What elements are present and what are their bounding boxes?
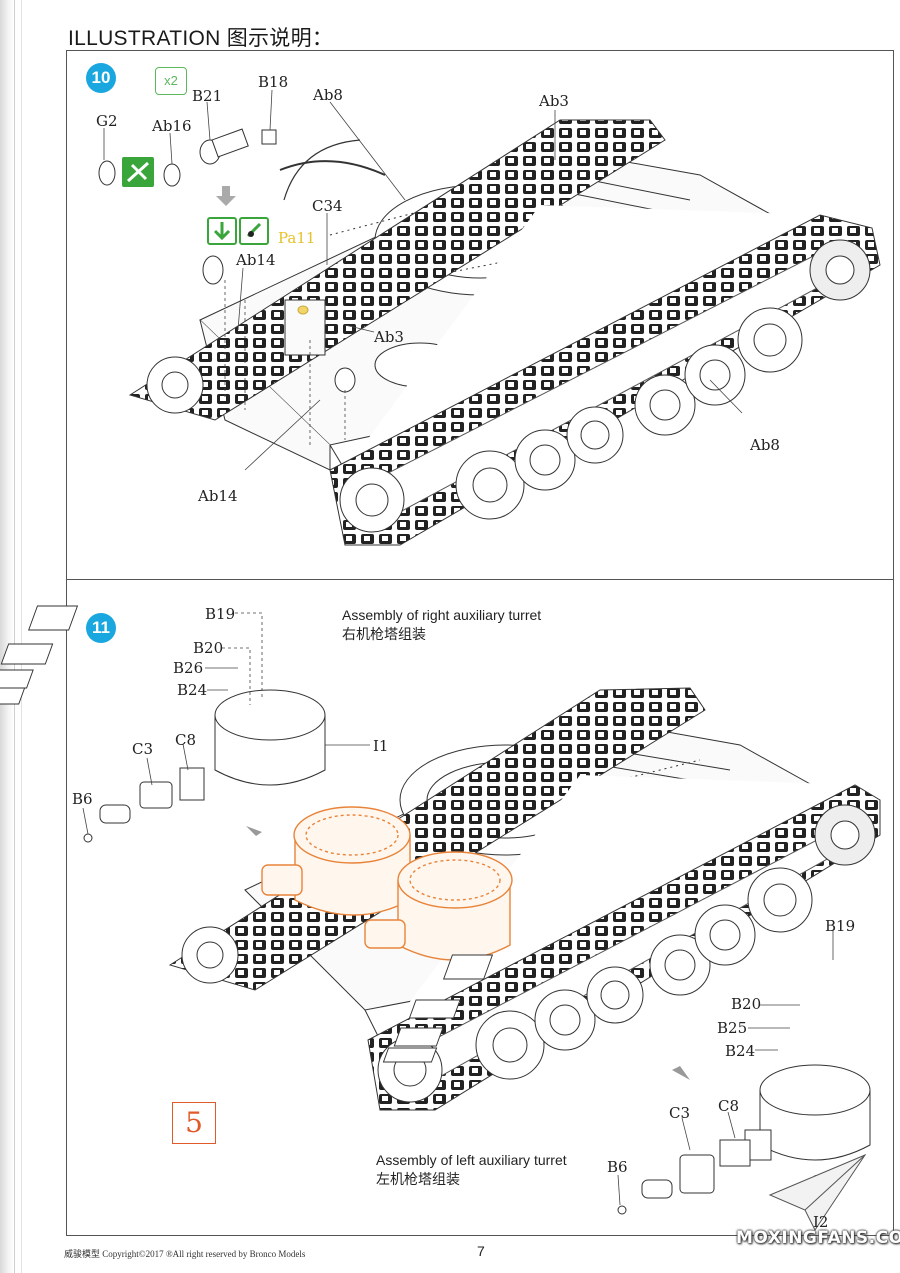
watermark-plane-icon — [768, 1153, 867, 1231]
right-turret-note: Assembly of right auxiliary turret 右机枪塔组… — [342, 606, 541, 644]
right-turret-note-cn: 右机枪塔组装 — [342, 626, 426, 642]
part-label-b21: B21 — [192, 87, 223, 105]
part-label-c3-left: C3 — [669, 1104, 691, 1122]
instruction-frame — [66, 50, 894, 1236]
gray-arrow-icon — [246, 826, 262, 836]
part-label-g2: G2 — [96, 112, 118, 130]
part-label-b26-right: B26 — [173, 659, 204, 677]
part-label-b20-left: B20 — [731, 995, 762, 1013]
gray-arrow-icon — [216, 186, 236, 206]
part-label-c3-right: C3 — [132, 740, 154, 758]
part-label-b18: B18 — [258, 73, 289, 91]
part-label-i2: I2 — [813, 1213, 829, 1231]
highlighted-turrets — [261, 806, 513, 961]
gray-arrow-icon — [672, 1066, 690, 1080]
part-label-b24-left: B24 — [725, 1042, 756, 1060]
part-label-i1: I1 — [373, 737, 389, 755]
part-label-b20-right: B20 — [193, 639, 224, 657]
part-label-ab16: Ab16 — [152, 117, 192, 135]
multiply-badge: x2 — [155, 67, 187, 95]
part-label-c34: C34 — [312, 197, 343, 215]
page-edge-shadow — [0, 0, 14, 1273]
part-label-ab14-top: Ab14 — [236, 251, 276, 269]
part-label-ab8-bottom: Ab8 — [750, 436, 780, 454]
part-label-ab8-top: Ab8 — [313, 86, 343, 104]
part-label-c8-right: C8 — [175, 731, 197, 749]
part-label-ab3-top: Ab3 — [539, 92, 569, 110]
step-11-badge: 11 — [86, 613, 116, 643]
left-turret-note-cn: 左机枪塔组装 — [376, 1171, 460, 1187]
arrow-down-icon — [207, 217, 237, 245]
step-divider — [66, 579, 894, 580]
step-10-badge: 10 — [86, 63, 116, 93]
part-label-b6-left: B6 — [607, 1158, 628, 1176]
part-label-b24-right: B24 — [177, 681, 208, 699]
part-label-b19-right: B19 — [205, 605, 236, 623]
watermark-text: MOXINGFANS.COM — [736, 1228, 900, 1248]
left-turret-parts — [382, 954, 871, 1215]
footer-copyright: 威骏模型 Copyright©2017 ®All right reserved … — [64, 1249, 306, 1259]
page-title: ILLUSTRATION 图示说明： — [68, 27, 334, 50]
road-wheels-step11 — [181, 804, 876, 1103]
part-label-ab14-bottom: Ab14 — [198, 487, 238, 505]
drill-icon — [239, 217, 269, 245]
part-label-b19-left: B19 — [825, 917, 856, 935]
page-sticker: 5 — [172, 1102, 216, 1144]
part-label-ab3-mid: Ab3 — [374, 328, 404, 346]
part-label-pa11: Pa11 — [278, 229, 316, 247]
left-turret-note-en: Assembly of left auxiliary turret — [376, 1152, 567, 1168]
leader-lines-step11 — [82, 612, 834, 1221]
right-turret-parts — [0, 605, 326, 843]
left-turret-note: Assembly of left auxiliary turret 左机枪塔组装 — [376, 1151, 567, 1189]
part-label-b6-right: B6 — [72, 790, 93, 808]
part-label-b25-left: B25 — [717, 1019, 748, 1037]
parts-step10 — [98, 128, 386, 393]
leader-lines-step10 — [103, 89, 743, 471]
page-number: 7 — [477, 1243, 485, 1259]
right-turret-note-en: Assembly of right auxiliary turret — [342, 607, 542, 623]
page-edge-lines — [14, 0, 22, 1273]
glue-icon — [122, 157, 154, 187]
part-label-c8-left: C8 — [718, 1097, 740, 1115]
road-wheels-step10 — [146, 239, 871, 533]
